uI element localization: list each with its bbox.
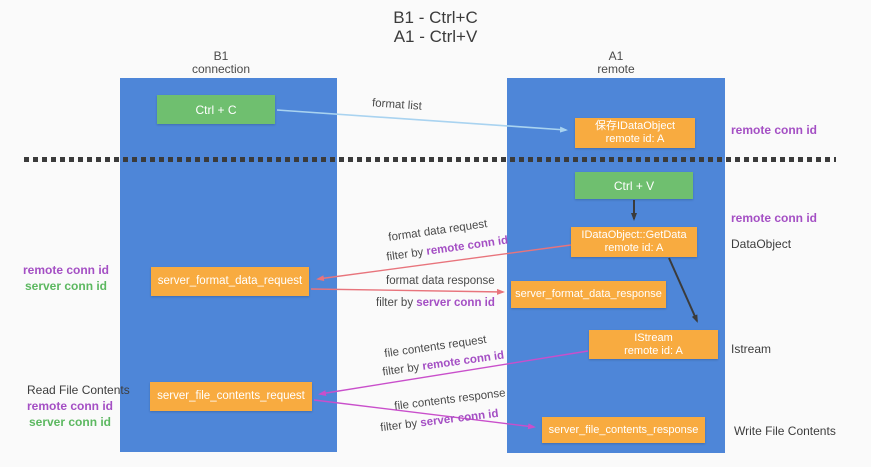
node-ctrl-v: Ctrl + V	[575, 172, 693, 199]
node-save-idataobject-line1: 保存IDataObject	[594, 120, 676, 132]
filter-prefix: filter by	[379, 417, 422, 435]
lane-a1-subtitle: remote	[597, 62, 635, 76]
label-format-data-response-text: format data response	[386, 275, 495, 287]
left-conn-id-pair-top: remote conn id server conn id	[18, 262, 114, 294]
filter-prefix: filter by	[376, 297, 417, 309]
filter-prefix: filter by	[381, 360, 424, 379]
label-filter-by-server-conn-id-1: filter by server conn id	[376, 297, 495, 309]
label-remote-conn-id-right-mid: remote conn id	[731, 211, 818, 225]
label-remote-conn-id-left-1: remote conn id	[22, 263, 109, 277]
lane-a1-name: A1	[608, 49, 624, 63]
label-format-list-text: format list	[371, 97, 423, 113]
node-format-response-label: server_format_data_response	[515, 288, 662, 300]
label-write-file-contents: Write File Contents	[734, 424, 836, 438]
node-ctrl-c-label: Ctrl + C	[195, 102, 237, 117]
label-istream: Istream	[731, 342, 772, 356]
lane-header-b1: B1 connection	[112, 50, 330, 76]
dashed-divider	[24, 157, 836, 162]
node-file-request-label: server_file_contents_request	[157, 390, 305, 402]
label-remote-conn-id-left-2: remote conn id	[26, 399, 113, 413]
node-save-idataobject-line2: remote id: A	[605, 133, 665, 145]
node-ctrl-c: Ctrl + C	[157, 95, 275, 124]
label-dataobject: DataObject	[731, 237, 792, 251]
label-format-list: format list	[372, 97, 423, 112]
label-remote-conn-id-right-top: remote conn id	[731, 123, 818, 137]
format-response-arrow	[310, 288, 505, 295]
lane-b1-subtitle: connection	[191, 62, 251, 76]
label-server-conn-id-left-1: server conn id	[24, 279, 108, 293]
node-istream-line2: remote id: A	[624, 344, 683, 357]
node-ctrl-v-label: Ctrl + V	[613, 178, 655, 193]
lane-header-a1: A1 remote	[507, 50, 725, 76]
label-format-data-response: format data response	[386, 275, 495, 287]
node-save-idataobject: 保存IDataObject remote id: A	[575, 118, 695, 148]
filter-highlight-remote: remote conn id	[425, 234, 509, 258]
filter-prefix: filter by	[385, 245, 428, 264]
title-line-2: A1 - Ctrl+V	[393, 27, 478, 46]
diagram-title: B1 - Ctrl+C A1 - Ctrl+V	[0, 8, 871, 46]
node-idataobject-getdata: IDataObject::GetData remote id: A	[571, 227, 697, 257]
node-getdata-line1: IDataObject::GetData	[581, 229, 687, 241]
title-line-1: B1 - Ctrl+C	[393, 8, 478, 27]
node-format-request-label: server_format_data_request	[157, 275, 303, 287]
filter-highlight-server: server conn id	[419, 407, 500, 430]
filter-highlight-server: server conn id	[416, 297, 495, 309]
lane-b1-name: B1	[213, 49, 229, 63]
left-conn-id-pair-bottom: remote conn id server conn id	[22, 398, 118, 430]
label-server-conn-id-left-2: server conn id	[28, 415, 112, 429]
node-server-file-contents-response: server_file_contents_response	[542, 417, 705, 443]
label-read-file-contents: Read File Contents	[27, 383, 130, 397]
node-getdata-line2: remote id: A	[604, 242, 664, 254]
node-server-file-contents-request: server_file_contents_request	[150, 382, 312, 411]
node-istream-line1: IStream	[634, 331, 673, 344]
node-server-format-data-response: server_format_data_response	[511, 281, 666, 308]
node-istream: IStream remote id: A	[589, 330, 718, 359]
node-server-format-data-request: server_format_data_request	[151, 267, 309, 296]
node-file-response-label: server_file_contents_response	[548, 423, 699, 436]
